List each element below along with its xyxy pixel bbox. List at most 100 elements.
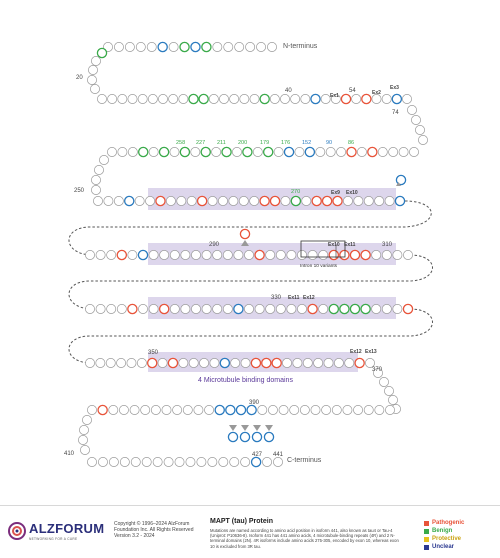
legend: Pathogenic Benign Protective Unclear	[424, 520, 494, 552]
residue-circle	[230, 358, 241, 368]
residue-circle	[286, 304, 297, 314]
residue-circle	[163, 457, 174, 467]
connector-3	[68, 308, 433, 364]
residue-circle	[137, 94, 148, 104]
legend-label: Pathogenic	[432, 520, 465, 526]
residue-circle	[113, 42, 124, 52]
residue-circle	[193, 405, 204, 415]
residue-circle	[280, 196, 291, 206]
residue-circle	[320, 94, 331, 104]
position-label: 74	[392, 110, 399, 116]
residue-circle	[301, 196, 312, 206]
residue-circle	[123, 195, 135, 207]
residue-circle	[214, 404, 225, 416]
position-label: 20	[76, 75, 83, 81]
residue-circle	[147, 94, 158, 104]
residue-circle	[157, 41, 168, 53]
residue-circle	[99, 155, 109, 165]
exon-label: Ex11	[288, 295, 300, 301]
variant-number: 211	[217, 140, 226, 146]
residue-circle	[356, 147, 367, 157]
residue-circle	[340, 93, 352, 105]
position-label: 290	[209, 242, 220, 248]
residue-circle	[117, 94, 128, 104]
residue-circle	[168, 94, 179, 104]
residue-circle	[136, 358, 147, 368]
residue-circle	[349, 249, 361, 261]
labels: N-terminus C-terminus 4 Microtubule bind…	[64, 43, 399, 464]
residue-circle	[219, 357, 231, 369]
residue-circle	[129, 405, 140, 415]
residue-circle	[127, 250, 138, 260]
legend-label: Unclear	[432, 544, 455, 550]
residue-circle	[374, 405, 385, 415]
residue-circle	[117, 147, 128, 157]
residue-circle	[249, 196, 260, 206]
residue-circle	[235, 404, 247, 416]
residue-circle	[259, 93, 270, 105]
residue-circle	[323, 358, 334, 368]
exon-label: Ex10	[346, 190, 358, 196]
residue-circle	[180, 250, 191, 260]
residue-circle	[313, 358, 324, 368]
dashed-connectors	[68, 200, 433, 364]
legend-item-benign: Benign	[424, 528, 494, 536]
protein-description: Mutations are named according to amino a…	[210, 528, 399, 549]
residue-circle	[172, 405, 183, 415]
variant-triangle	[229, 425, 237, 431]
residue-circle	[259, 195, 270, 207]
residue-circle	[116, 249, 128, 261]
residue-circle	[240, 457, 251, 467]
residue-circle	[212, 250, 223, 260]
residue-circle	[297, 250, 307, 260]
residue-circle	[148, 250, 159, 260]
alzforum-logo-icon	[8, 522, 26, 540]
residue-circle	[137, 249, 149, 261]
residue-circle	[222, 304, 233, 314]
residue-circle	[294, 147, 305, 157]
legend-swatch	[424, 545, 429, 550]
residue-circle	[85, 358, 95, 368]
residue-circle	[273, 147, 284, 157]
residue-circle	[108, 405, 119, 415]
residue-circle	[263, 431, 275, 443]
residue-circle	[321, 195, 333, 207]
variant-number: 227	[196, 140, 205, 146]
residue-circle	[384, 196, 395, 206]
connector-2	[68, 254, 433, 310]
variant-numbers: 258 227 211 200 179 176 152 90 86 270	[176, 140, 354, 195]
residue-circle	[135, 42, 146, 52]
residue-circle	[169, 147, 180, 157]
residue-circle	[379, 377, 389, 387]
residue-circle	[302, 358, 313, 368]
residue-circle	[371, 250, 382, 260]
residue-circle	[232, 147, 242, 157]
residue-circle	[278, 405, 289, 415]
residue-circle	[339, 303, 350, 315]
residue-circle	[342, 196, 353, 206]
residue-circle	[127, 303, 138, 315]
residue-circle	[273, 457, 283, 467]
exon-label: Ex12	[303, 295, 315, 301]
residue-circle	[269, 94, 280, 104]
residue-circle	[212, 304, 223, 314]
residue-circle	[113, 196, 124, 206]
residue-circle	[182, 405, 193, 415]
variant-number: 200	[238, 140, 247, 146]
residue-circle	[373, 368, 383, 378]
residue-circle	[328, 303, 340, 315]
residue-circle	[371, 304, 382, 314]
residue-circle	[250, 357, 262, 369]
residue-circle	[299, 405, 310, 415]
residue-circle	[188, 358, 199, 368]
residue-circle	[152, 457, 163, 467]
residue-circle	[328, 249, 340, 261]
residue-circle	[201, 41, 212, 53]
residue-circle	[218, 457, 229, 467]
residue-circle	[126, 358, 137, 368]
protein-title: MAPT (tau) Protein	[210, 518, 273, 525]
residue-circle	[349, 303, 361, 315]
residue-circle	[339, 249, 350, 261]
residue-circle	[292, 358, 303, 368]
residue-circle	[381, 250, 392, 260]
